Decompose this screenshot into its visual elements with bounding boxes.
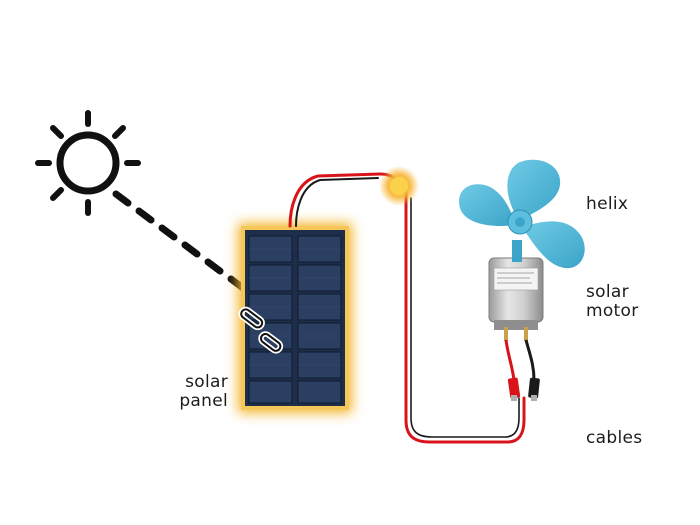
sun-ray-dashed-line <box>112 190 247 292</box>
dc-motor-icon <box>488 257 544 401</box>
sun-icon <box>35 110 141 216</box>
cables-label: cables <box>586 428 643 448</box>
solar-motor-label: solar motor <box>586 283 639 321</box>
connection-spark-icon <box>379 166 419 206</box>
solar-panel-label-line1: solar <box>185 372 228 392</box>
helix-label: helix <box>586 194 629 214</box>
solar-panel-label: solar panel <box>168 373 228 411</box>
solar-panel-icon <box>238 223 352 413</box>
solar-panel-label-line2: panel <box>179 391 228 411</box>
solar-motor-label-line1: solar <box>586 282 629 302</box>
solar-motor-label-line2: motor <box>586 301 639 321</box>
fan-blade-icon <box>459 159 585 269</box>
